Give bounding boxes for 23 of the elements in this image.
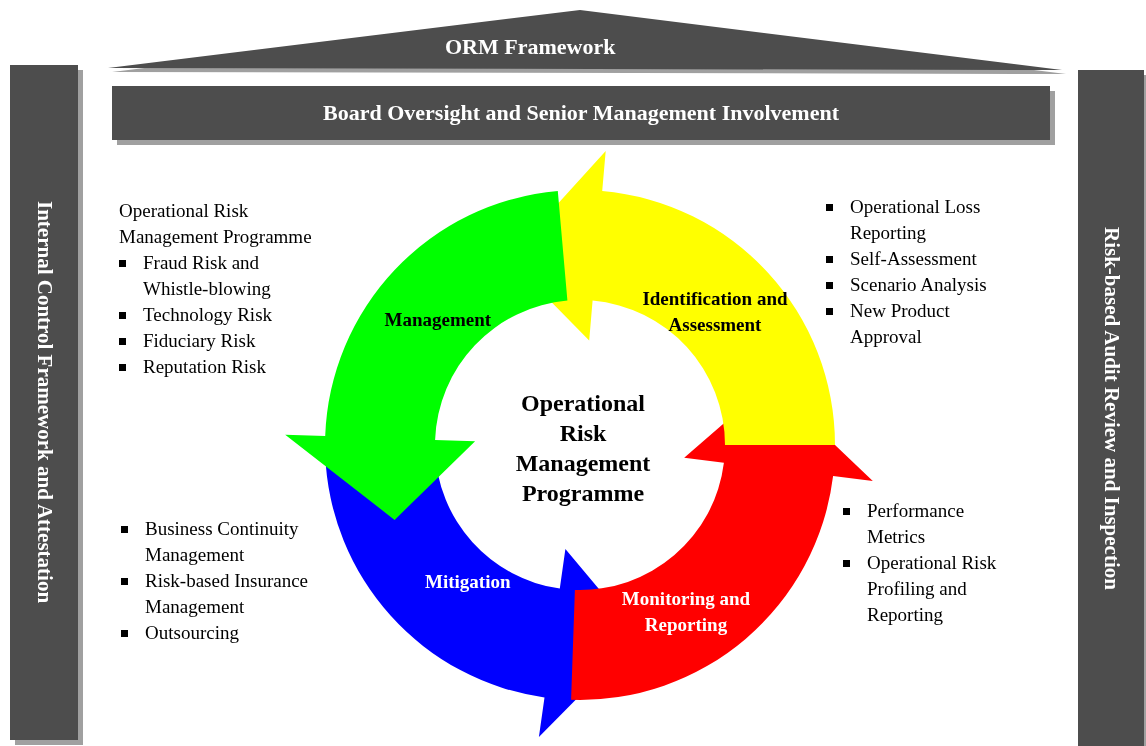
bullet-item: Operational Risk Profiling and Reporting	[840, 550, 1010, 628]
roof-title: ORM Framework	[445, 34, 616, 60]
bullet-item: New Product Approval	[823, 298, 1013, 350]
pillar-title: Risk-based Audit Review and Inspection	[1098, 226, 1124, 590]
bullet-item: Scenario Analysis	[823, 272, 1013, 298]
list-heading: Operational Risk Management Programme	[118, 199, 313, 249]
bullet-item: Business Continuity Management	[118, 516, 348, 568]
pillar	[1078, 70, 1144, 746]
segment-label: Monitoring and Reporting	[620, 587, 752, 637]
bullet-item: Fraud Risk and Whistle-blowing	[116, 250, 306, 302]
bullet-item: Technology Risk	[116, 302, 306, 328]
bullet-item: Self-Assessment	[823, 246, 1013, 272]
center-title: Operational Risk Management Programme	[503, 388, 663, 508]
bullet-item: Operational Loss Reporting	[823, 194, 1013, 246]
bullet-item: Outsourcing	[118, 620, 348, 646]
segment-label: Management	[384, 308, 492, 332]
segment-label: Mitigation	[425, 570, 511, 594]
bullet-item: Reputation Risk	[116, 354, 306, 380]
segment-label: Identification and Assessment	[641, 287, 789, 337]
bullet-item: Performance Metrics	[840, 498, 1010, 550]
bullet-item: Fiduciary Risk	[116, 328, 306, 354]
bullet-item: Risk-based Insurance Management	[118, 568, 348, 620]
pillar-title: Internal Control Framework and Attestation	[31, 201, 57, 604]
